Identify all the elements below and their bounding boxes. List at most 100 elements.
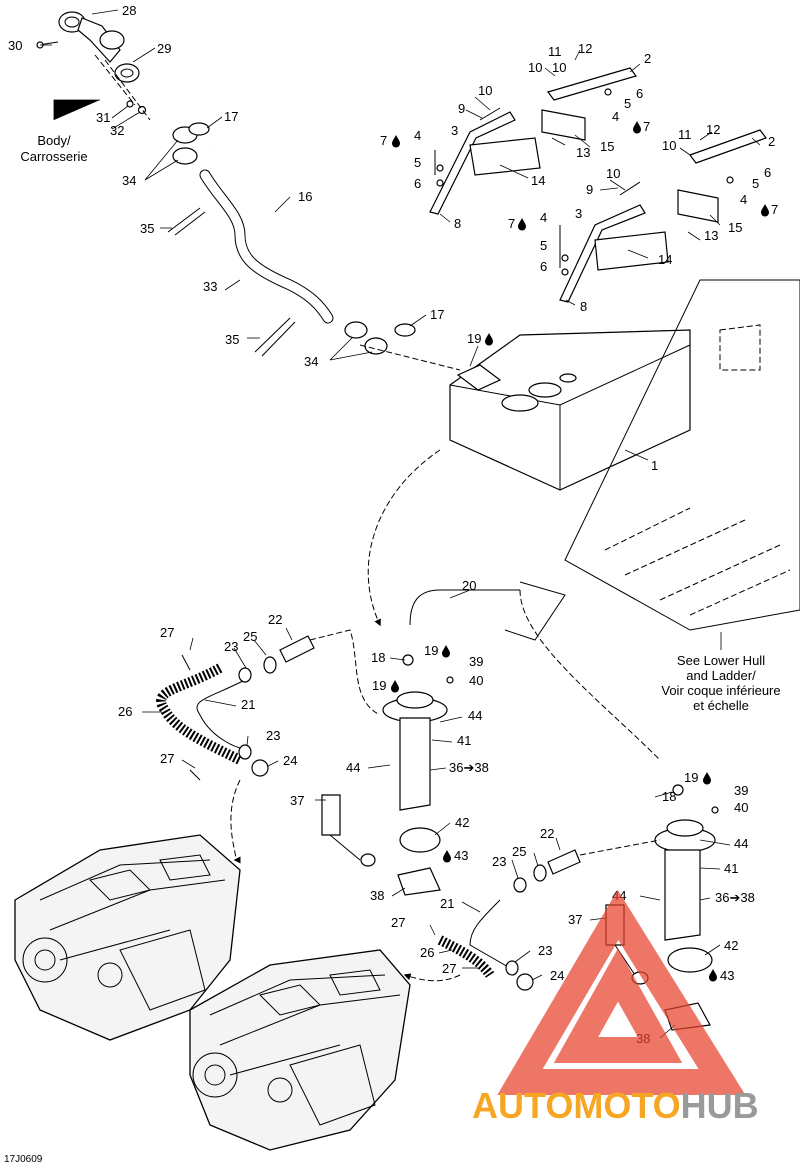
gasket-38a [397,867,441,896]
spring-26a [156,663,243,765]
plug-24b [516,973,534,991]
strap-3-lower [559,204,646,303]
clamp-23d [505,960,519,976]
callout-9-upper: 9 [458,101,465,116]
note-body-line1: Body/ [37,133,71,148]
note-hull-line2: and Ladder/ [686,668,756,683]
callout-24-lower: 24 [550,968,564,983]
callout-22-lower: 22 [540,826,554,841]
clamp-34d [364,337,388,355]
fuel-pump-1 [321,581,566,896]
callout-10-upper: 10 [552,60,566,75]
callout-39-lower: 39 [734,783,748,798]
callout-40-lower: 40 [734,800,748,815]
callout-44-upper-b: 44 [346,760,360,775]
drop-icon [518,218,526,231]
callout-23-lower-a: 23 [492,854,506,869]
callout-24-upper: 24 [283,753,297,768]
callout-4-lower-l: 4 [540,210,547,225]
fuel-tank [449,329,691,491]
callout-34-lower: 34 [304,354,318,369]
filler-neck-group [36,11,461,371]
drop-icon [392,135,400,148]
callout-41-upper: 41 [457,733,471,748]
plate-15-upper [541,109,586,141]
callout-18-upper: 18 [371,650,385,665]
callout-42-upper: 42 [455,815,469,830]
callout-44-upper-a: 44 [468,708,482,723]
clamp-34b [172,147,198,165]
callout-8-upper: 8 [454,216,461,231]
strap-2-upper [547,67,637,101]
callout-11-lower: 11 [678,127,692,142]
washer-31 [126,100,134,108]
callout-3-lower: 3 [575,206,582,221]
callout-37-upper: 37 [290,793,304,808]
callout-17-upper: 17 [224,109,238,124]
drop-icon [485,333,493,346]
callout-31: 31 [96,110,110,125]
clamp-17b [394,323,416,337]
callout-21-upper: 21 [241,697,255,712]
filler-gasket [114,63,140,83]
filler-neck [77,17,121,63]
fitting-25b [533,864,547,882]
callout-4-lower-r: 4 [740,192,747,207]
drawing-code: 17J0609 [4,1154,43,1165]
callout-13-upper: 13 [576,145,590,160]
callout-34-upper: 34 [122,173,136,188]
callout-6-upper-l: 6 [414,176,421,191]
callout-22-upper: 22 [268,612,282,627]
callout-7-lower-r: 7 [771,202,778,217]
callout-5-lower-l: 5 [540,238,547,253]
callout-35-upper: 35 [140,221,154,236]
callout-5-upper-l: 5 [414,155,421,170]
spring-26b [437,935,495,979]
callout-14-lower: 14 [658,252,672,267]
callout-12-upper: 12 [578,41,592,56]
callout-41-lower: 41 [724,861,738,876]
connector-22a [279,635,315,663]
watermark-part1: AUTOMOTO [472,1085,681,1126]
engine-upper [14,834,241,1041]
callout-3-upper: 3 [451,123,458,138]
callout-10-upper-l: 10 [478,83,492,98]
callout-43-upper: 43 [454,848,468,863]
pump-body-2 [664,849,701,941]
drop-icon [703,772,711,785]
callout-9-lower: 9 [586,182,593,197]
callout-28: 28 [122,3,136,18]
note-hull-line4: et échelle [693,698,749,713]
callout-39-upper: 39 [469,654,483,669]
drop-icon [633,121,641,134]
watermark-triangle [497,889,746,1095]
callout-4-upper-r: 4 [612,109,619,124]
watermark-part2: HUB [681,1085,759,1126]
callout-14-upper: 14 [531,173,545,188]
callout-29: 29 [157,41,171,56]
pad-14-upper [469,137,541,176]
callout-13-lower: 13 [704,228,718,243]
callout-5-upper-r: 5 [624,96,631,111]
callout-10-upper-b: 10 [528,60,542,75]
callout-38-upper: 38 [370,888,384,903]
callout-44-lower-a: 44 [734,836,748,851]
callout-30: 30 [8,38,22,53]
callout-27-upper: 27 [160,625,174,640]
plug-24a [251,759,269,777]
lock-ring-42a [399,827,441,853]
fuel-line-1 [156,629,381,864]
clamp-23a [238,667,252,683]
callout-26-lower: 26 [420,945,434,960]
reference-notes: Body/ Carrosserie See Lower Hull and Lad… [4,133,781,1165]
callout-21-lower: 21 [440,896,454,911]
fuel-line-2 [403,839,661,991]
callout-23-lower-b: 23 [538,943,552,958]
callout-8-lower: 8 [580,299,587,314]
callout-4-upper-l: 4 [414,128,421,143]
callout-23-upper-a: 23 [224,639,238,654]
drop-icon [761,204,769,217]
strap-2-lower [689,129,767,164]
watermark-text: AUTOMOTOHUB [472,1085,759,1126]
